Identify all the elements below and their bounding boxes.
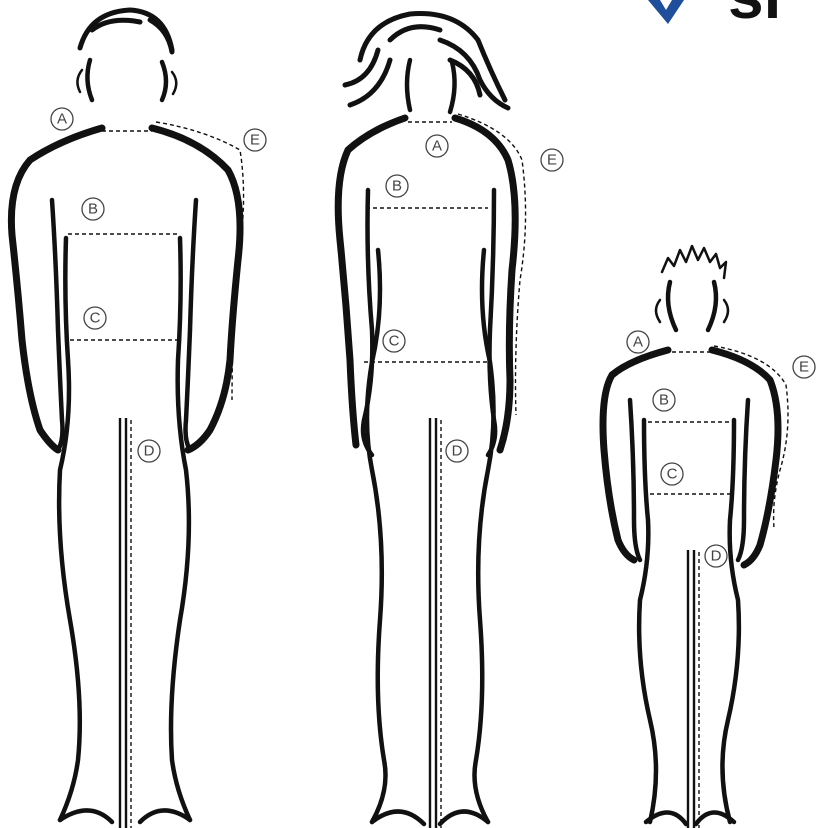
marker-c: C — [84, 307, 106, 329]
marker-b: B — [386, 175, 408, 197]
child-hair — [662, 246, 726, 278]
svg-text:B: B — [88, 201, 98, 218]
svg-text:C: C — [90, 310, 101, 327]
checkmark-icon — [648, 0, 684, 24]
svg-text:B: B — [659, 392, 669, 409]
marker-e: E — [244, 129, 266, 151]
marker-b: B — [653, 389, 675, 411]
svg-text:D: D — [711, 548, 722, 565]
svg-text:A: A — [57, 111, 67, 128]
marker-b: B — [82, 198, 104, 220]
svg-text:C: C — [667, 466, 678, 483]
marker-c: C — [383, 330, 405, 352]
woman-right-side — [455, 118, 515, 450]
marker-d: D — [705, 545, 727, 567]
figure-man: A B C D E — [11, 10, 266, 828]
marker-e: E — [793, 356, 815, 378]
marker-d: D — [138, 440, 160, 462]
logo-text: sr — [728, 0, 789, 32]
svg-text:A: A — [432, 138, 442, 155]
svg-text:D: D — [144, 443, 155, 460]
svg-text:B: B — [392, 178, 402, 195]
svg-text:E: E — [547, 152, 557, 169]
svg-text:A: A — [633, 334, 643, 351]
marker-a: A — [627, 331, 649, 353]
svg-text:C: C — [389, 333, 400, 350]
woman-left-side — [338, 118, 405, 445]
marker-a: A — [51, 108, 73, 130]
svg-text:D: D — [452, 443, 463, 460]
brand-logo: sr — [648, 0, 789, 32]
marker-e: E — [541, 149, 563, 171]
marker-a: A — [426, 135, 448, 157]
figure-child: A B C D E — [603, 246, 815, 828]
svg-text:E: E — [799, 359, 809, 376]
marker-c: C — [661, 463, 683, 485]
marker-d: D — [446, 440, 468, 462]
svg-text:E: E — [250, 132, 260, 149]
figure-woman: A B C D E — [338, 14, 563, 828]
man-right-side — [152, 128, 240, 450]
